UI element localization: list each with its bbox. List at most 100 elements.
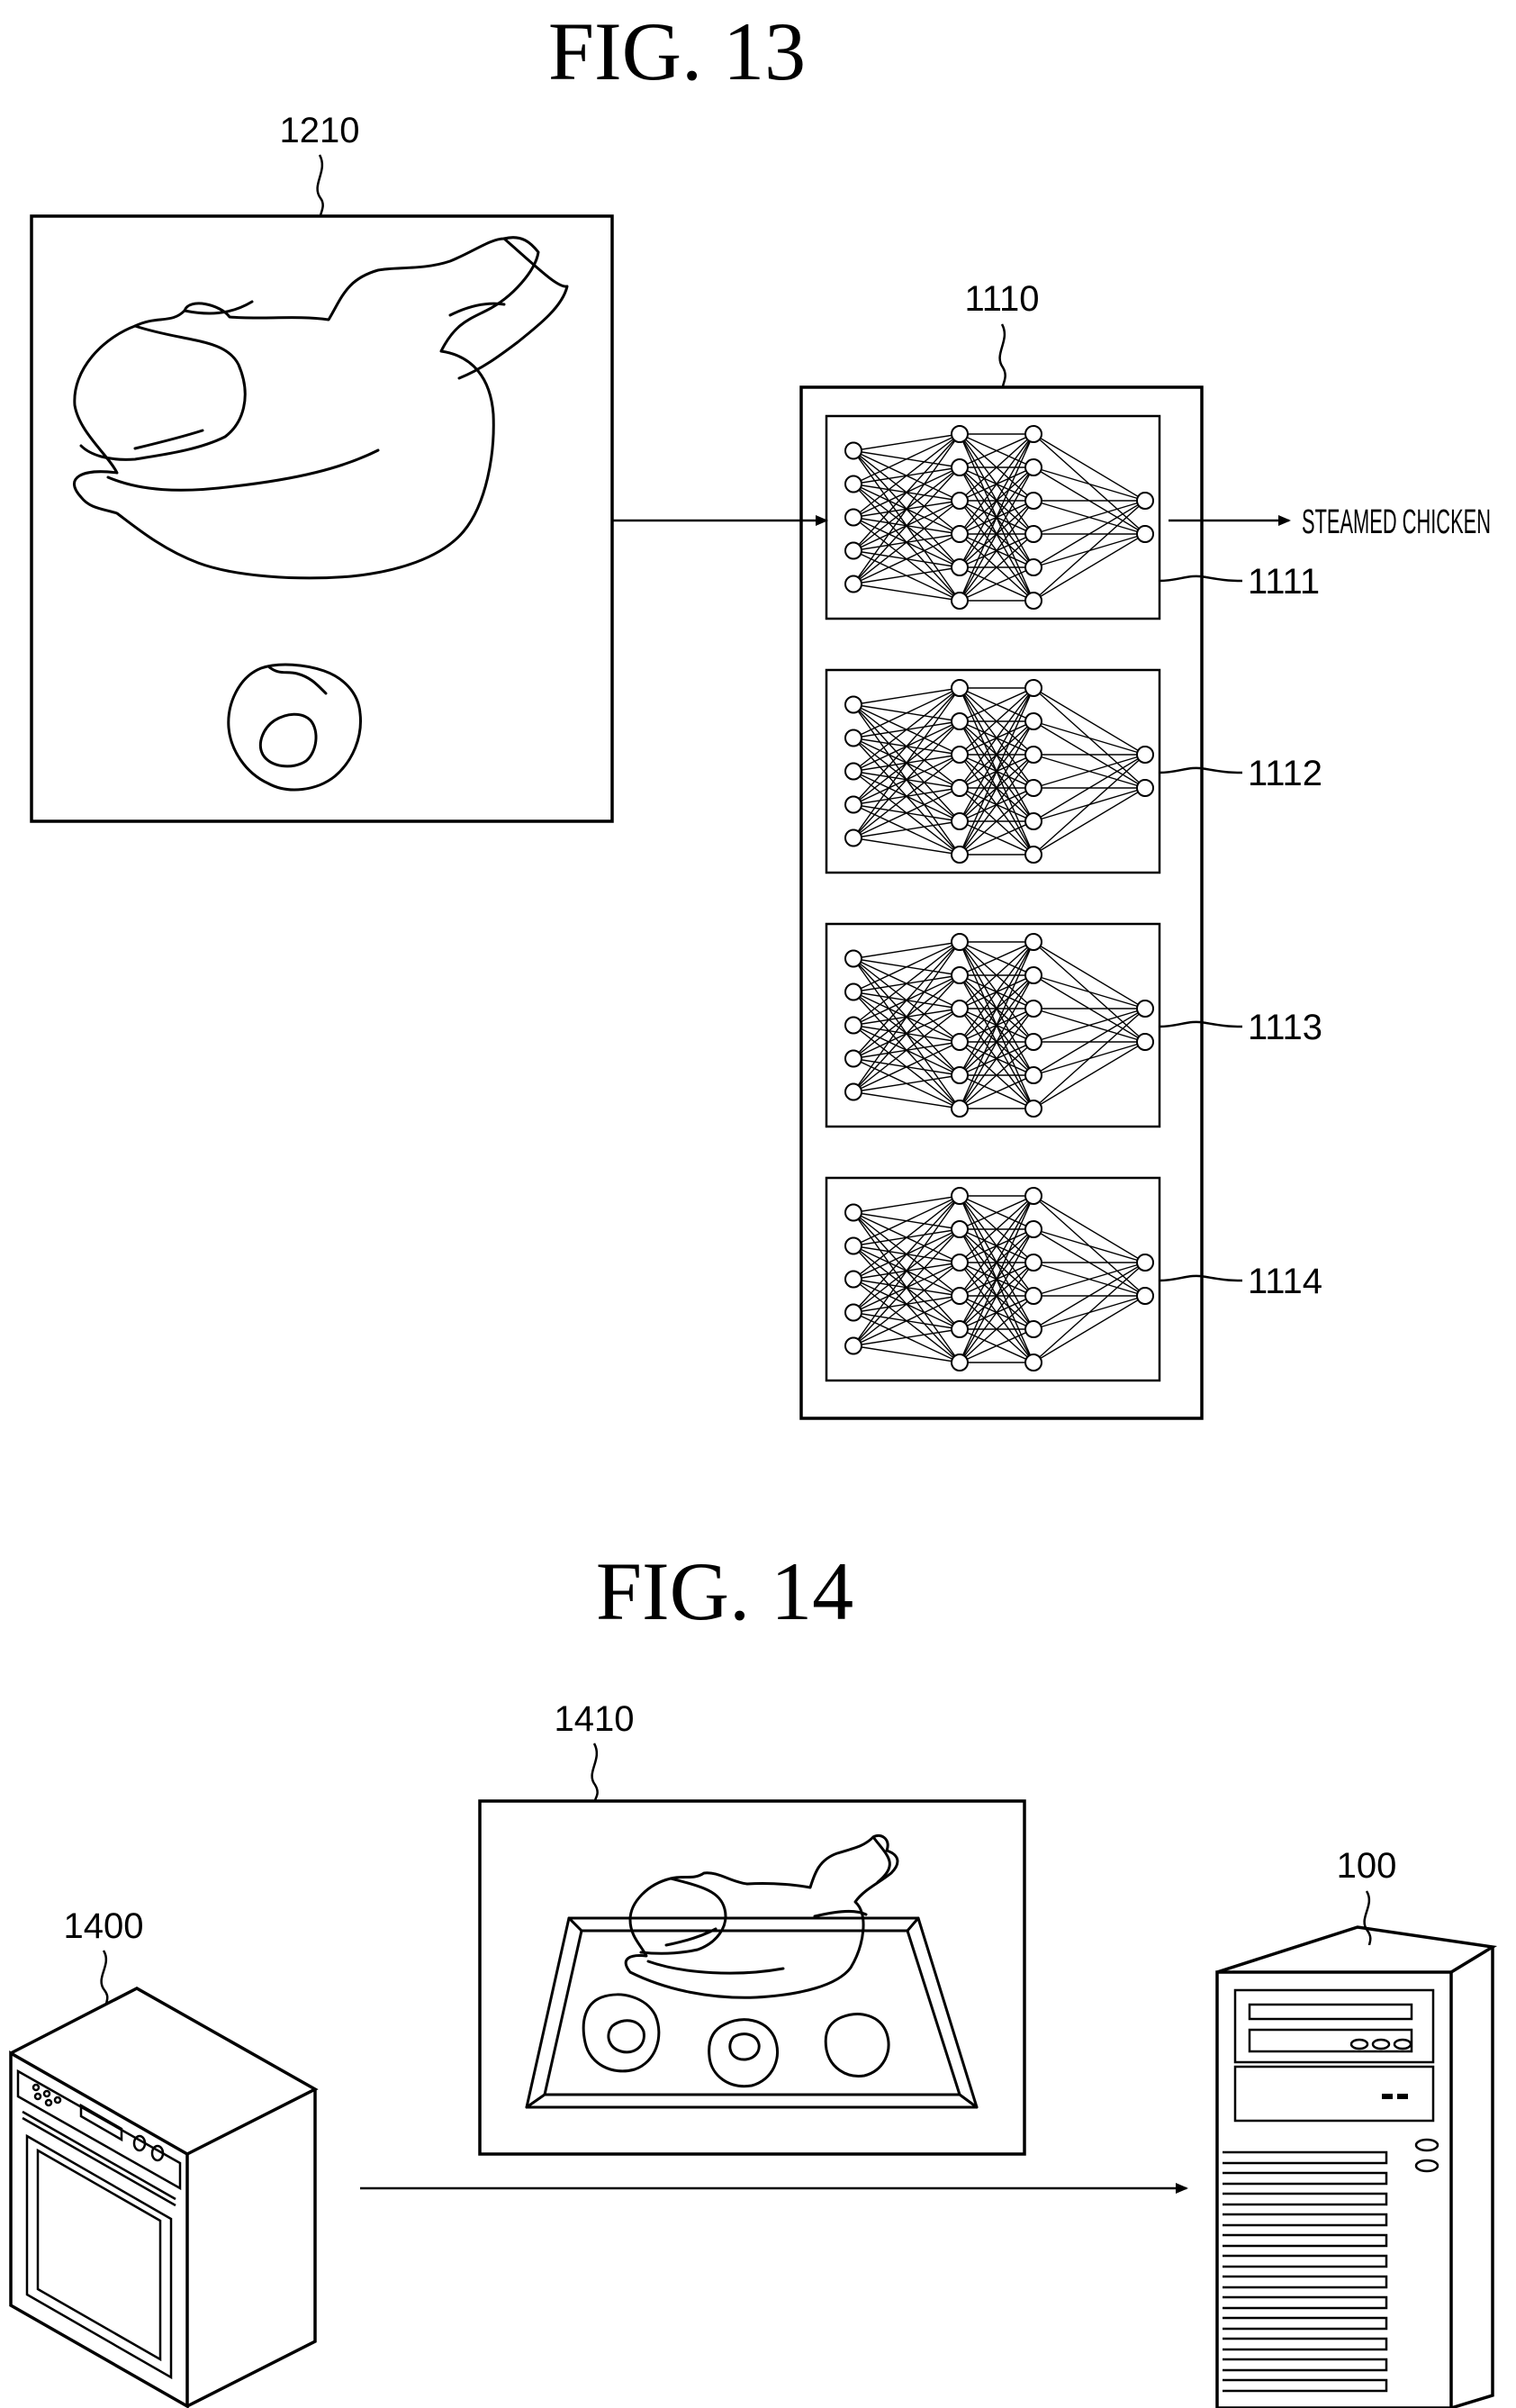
server-vent-slot [1223, 2152, 1386, 2163]
network-node-layer-2 [952, 593, 968, 609]
network-node-layer-2 [952, 747, 968, 763]
network-edges [853, 434, 1145, 601]
network-node-layer-2 [952, 780, 968, 796]
ref-label-1210: 1210 [280, 111, 360, 150]
ref-label-1113: 1113 [1248, 1008, 1322, 1047]
network-node-layer-2 [952, 1288, 968, 1304]
server-vent-slot [1223, 2297, 1386, 2308]
network-node-layer-4 [1137, 493, 1153, 509]
network-node-layer-2 [952, 846, 968, 863]
network-node-layer-3 [1025, 593, 1042, 609]
server-vent-slot [1223, 2318, 1386, 2329]
network-node-layer-1 [845, 797, 862, 813]
server-vent-slot [1223, 2235, 1386, 2246]
network-node-layer-1 [845, 476, 862, 493]
network-node-layer-2 [952, 934, 968, 950]
figure-14: FIG. 14 1410 [11, 1545, 1493, 2408]
network-node-layer-3 [1025, 1254, 1042, 1271]
network-node-layer-1 [845, 1305, 862, 1321]
network-node-layer-1 [845, 1051, 862, 1067]
network-node-layer-3 [1025, 680, 1042, 696]
network-node-layer-2 [952, 1034, 968, 1050]
server-vent-slot [1223, 2277, 1386, 2287]
network-node-layer-1 [845, 697, 862, 713]
network-node-layer-3 [1025, 780, 1042, 796]
ref-label-1114: 1114 [1248, 1262, 1322, 1301]
ref-label-1110: 1110 [964, 279, 1039, 319]
network-node-layer-1 [845, 576, 862, 593]
network-node-layer-2 [952, 680, 968, 696]
server-100: 100 [1217, 1846, 1493, 2408]
network-node-layer-3 [1025, 1100, 1042, 1117]
network-node-layer-3 [1025, 526, 1042, 542]
network-node-layer-3 [1025, 1288, 1042, 1304]
network-node-layer-4 [1137, 747, 1153, 763]
network-node-layer-2 [952, 459, 968, 475]
network-node-layer-3 [1025, 1354, 1042, 1371]
network-node-layer-2 [952, 559, 968, 575]
network-edges [853, 942, 1145, 1109]
network-node-layer-2 [952, 526, 968, 542]
network-node-layer-2 [952, 1354, 968, 1371]
network-panel [826, 670, 1160, 873]
network-node-layer-1 [845, 443, 862, 459]
network-node-layer-2 [952, 1254, 968, 1271]
network-node-layer-2 [952, 1188, 968, 1204]
network-panel [826, 416, 1160, 619]
network-node-layer-3 [1025, 813, 1042, 829]
figure-13: FIG. 13 1210 [32, 5, 1491, 1418]
input-image-1210: 1210 [32, 111, 612, 821]
network-1112: 1112 [826, 670, 1322, 873]
network-node-layer-2 [952, 713, 968, 729]
network-node-layer-4 [1137, 1000, 1153, 1017]
network-node-layer-3 [1025, 1000, 1042, 1017]
server-vent-slot [1223, 2256, 1386, 2267]
network-node-layer-2 [952, 1067, 968, 1083]
network-node-layer-3 [1025, 459, 1042, 475]
network-node-layer-1 [845, 510, 862, 526]
network-node-layer-3 [1025, 967, 1042, 983]
oven-icon [11, 1988, 315, 2406]
network-node-layer-2 [952, 813, 968, 829]
network-node-layer-1 [845, 1018, 862, 1034]
oven-1400: 1400 [11, 1906, 315, 2406]
network-node-layer-3 [1025, 1221, 1042, 1237]
model-1110: 1110 1111 1112 1113 1114 [801, 279, 1322, 1418]
server-vent-slot [1223, 2359, 1386, 2370]
network-node-layer-3 [1025, 1321, 1042, 1337]
network-node-layer-1 [845, 1272, 862, 1288]
server-vent-slot [1223, 2194, 1386, 2204]
ref-label-1112: 1112 [1248, 754, 1322, 793]
network-1111: 1111 [826, 416, 1320, 619]
network-node-layer-3 [1025, 493, 1042, 509]
network-node-layer-2 [952, 493, 968, 509]
network-node-layer-3 [1025, 426, 1042, 442]
network-node-layer-1 [845, 984, 862, 1000]
chicken-on-tray-icon [626, 1835, 898, 1997]
network-node-layer-4 [1137, 780, 1153, 796]
ref-label-1410: 1410 [555, 1699, 635, 1739]
network-node-layer-3 [1025, 1188, 1042, 1204]
network-node-layer-2 [952, 1221, 968, 1237]
network-node-layer-2 [952, 1100, 968, 1117]
network-node-layer-1 [845, 1084, 862, 1100]
network-node-layer-1 [845, 1238, 862, 1254]
network-panel [826, 1178, 1160, 1381]
network-node-layer-3 [1025, 846, 1042, 863]
ref-label-100: 100 [1337, 1846, 1397, 1886]
network-node-layer-3 [1025, 1067, 1042, 1083]
network-node-layer-4 [1137, 1254, 1153, 1271]
network-node-layer-2 [952, 967, 968, 983]
network-node-layer-3 [1025, 1034, 1042, 1050]
network-node-layer-1 [845, 543, 862, 559]
chicken-icon [74, 238, 567, 578]
server-vent-slot [1223, 2173, 1386, 2184]
network-node-layer-4 [1137, 526, 1153, 542]
server-vent-slot [1223, 2380, 1386, 2391]
output-label: STEAMED CHICKEN [1302, 503, 1491, 541]
potatoes-on-tray-icon [583, 1995, 889, 2087]
ref-label-1400: 1400 [64, 1906, 144, 1946]
network-edges [853, 1196, 1145, 1362]
server-vents [1223, 2152, 1386, 2391]
